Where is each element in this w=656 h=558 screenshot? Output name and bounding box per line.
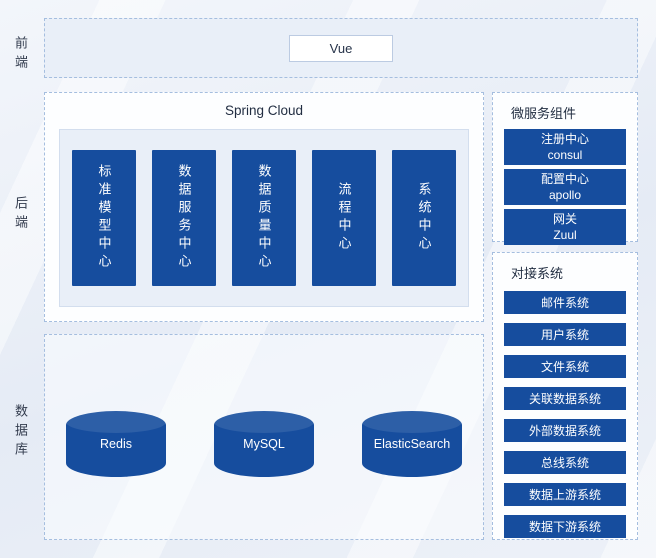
micro-item-gateway-name: 网关 — [552, 212, 577, 226]
layer-label-backend: 后端 — [13, 196, 28, 234]
micro-item-config: 配置中心 apollo — [504, 169, 626, 205]
sys-item-external-data: 外部数据系统 — [504, 419, 626, 442]
database-node-elasticsearch-label: ElasticSearch — [373, 437, 451, 451]
database-node-redis: Redis — [66, 411, 166, 477]
layer-label-database: 数据库 — [13, 404, 28, 461]
micro-item-registry-tech: consul — [547, 148, 583, 162]
micro-item-gateway: 网关 Zuul — [504, 209, 626, 245]
integration-system-items: 邮件系统 用户系统 文件系统 关联数据系统 外部数据系统 总线系统 数据上游系统… — [493, 289, 637, 538]
integration-systems-title: 对接系统 — [511, 266, 564, 281]
micro-item-config-name: 配置中心 — [540, 172, 589, 186]
center-node-standard-model: 标准模型中心 — [72, 150, 136, 286]
sys-item-mail: 邮件系统 — [504, 291, 626, 314]
microservice-components-title: 微服务组件 — [511, 106, 577, 121]
database-row: Redis MySQL ElasticSearch — [45, 411, 483, 477]
database-node-elasticsearch: ElasticSearch — [362, 411, 462, 477]
frontend-layer-panel: Vue — [44, 18, 638, 78]
sys-item-related-data: 关联数据系统 — [504, 387, 626, 410]
microservice-items: 注册中心 consul 配置中心 apollo 网关 Zuul — [493, 129, 637, 245]
micro-item-registry: 注册中心 consul — [504, 129, 626, 165]
database-node-mysql: MySQL — [214, 411, 314, 477]
sys-item-upstream-data: 数据上游系统 — [504, 483, 626, 506]
vue-node: Vue — [289, 34, 393, 62]
sys-item-bus: 总线系统 — [504, 451, 626, 474]
service-centers-panel: 标准模型中心 数据服务中心 数据质量中心 流程中心 系统中心 — [59, 129, 469, 307]
spring-cloud-title: Spring Cloud — [224, 103, 304, 118]
integration-systems-panel: 对接系统 邮件系统 用户系统 文件系统 关联数据系统 外部数据系统 总线系统 数… — [492, 252, 638, 540]
microservice-components-panel: 微服务组件 注册中心 consul 配置中心 apollo 网关 Zuul — [492, 92, 638, 245]
micro-item-config-tech: apollo — [548, 188, 582, 202]
center-node-data-service: 数据服务中心 — [152, 150, 216, 286]
database-layer-panel: Redis MySQL ElasticSearch — [44, 334, 484, 540]
vue-node-label: Vue — [329, 40, 353, 56]
sys-item-downstream-data: 数据下游系统 — [504, 515, 626, 538]
center-node-system: 系统中心 — [392, 150, 456, 286]
center-node-data-quality: 数据质量中心 — [232, 150, 296, 286]
database-node-mysql-label: MySQL — [243, 437, 285, 451]
database-node-redis-label: Redis — [100, 437, 132, 451]
sys-item-file: 文件系统 — [504, 355, 626, 378]
center-node-process: 流程中心 — [312, 150, 376, 286]
sys-item-user: 用户系统 — [504, 323, 626, 346]
layer-label-frontend: 前端 — [13, 36, 28, 74]
micro-item-gateway-tech: Zuul — [553, 228, 577, 242]
micro-item-registry-name: 注册中心 — [540, 132, 589, 146]
spring-cloud-panel: Spring Cloud 标准模型中心 数据服务中心 数据质量中心 流程中心 系… — [44, 92, 484, 322]
